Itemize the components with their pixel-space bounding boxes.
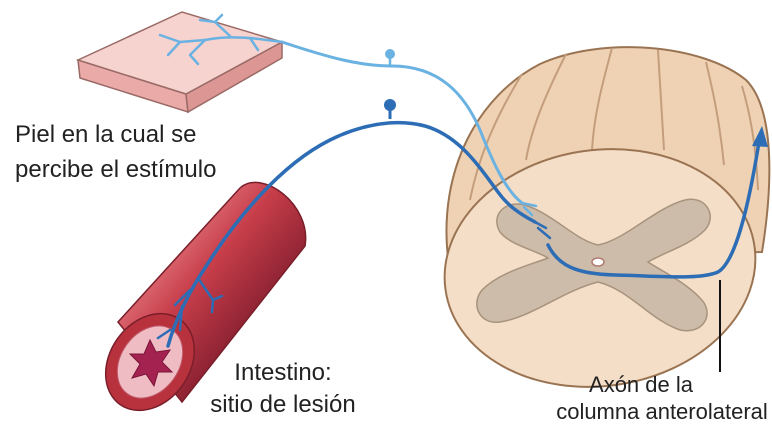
visceral-neuron-soma [384, 99, 396, 111]
intestine-label: Intestino: sitio de lesión [210, 359, 355, 418]
skin-label-line-1: Piel en la cual se [15, 121, 196, 148]
skin-label-line-2: percibe el estímulo [15, 156, 216, 183]
central-canal [592, 258, 604, 266]
axon-label-line-1: Axón de la [589, 372, 694, 397]
intestine-label-line-2: sitio de lesión [210, 391, 355, 418]
intestine-label-line-1: Intestino: [234, 359, 331, 386]
skin-block [78, 12, 282, 112]
axon-label-line-2: columna anterolateral [556, 399, 768, 424]
skin-neuron-soma [385, 49, 395, 59]
skin-label: Piel en la cual se percibe el estímulo [15, 121, 216, 183]
